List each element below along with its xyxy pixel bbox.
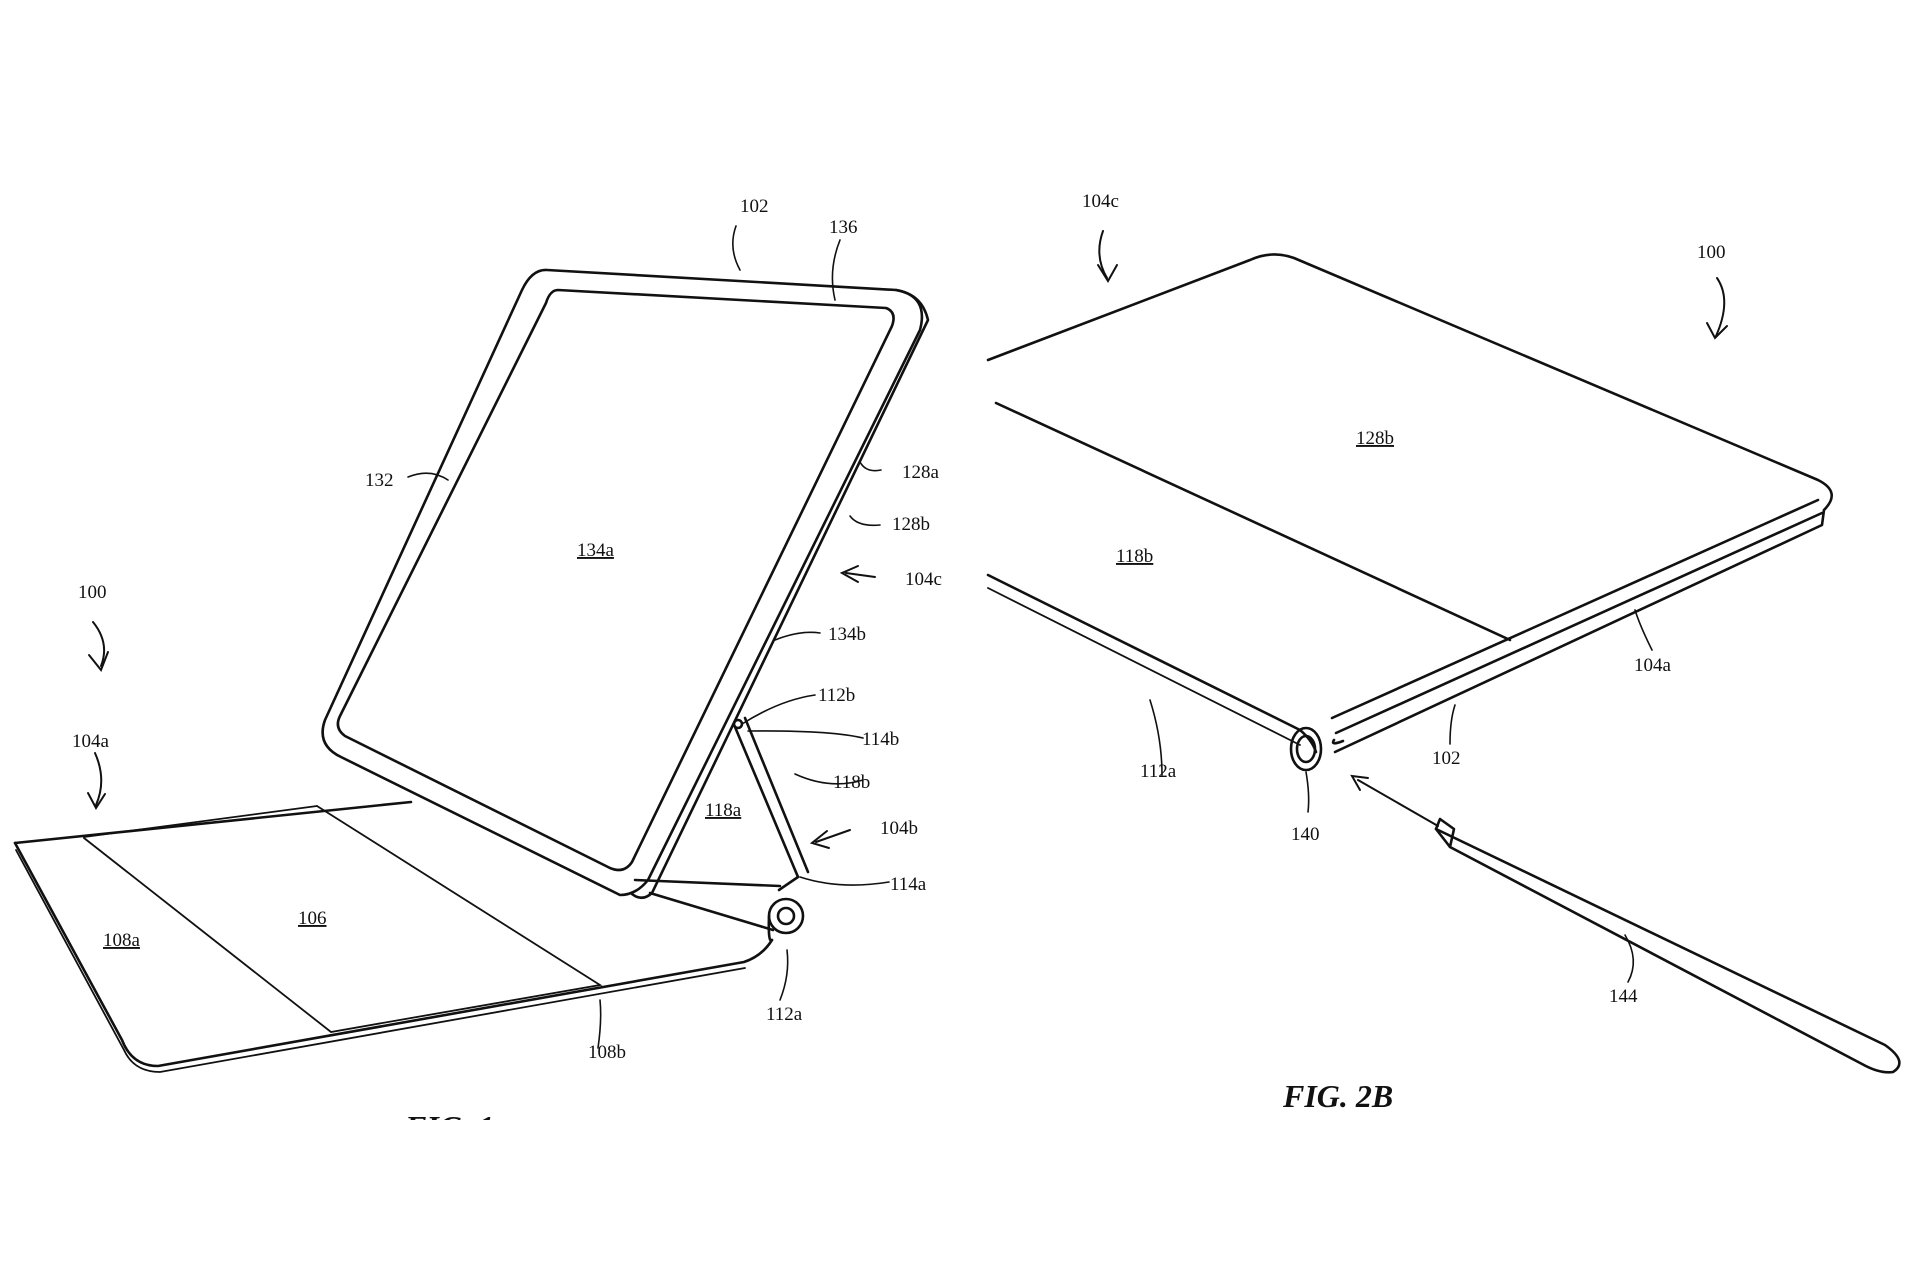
stylus — [1434, 817, 1901, 1074]
lbl-104b: 104b — [880, 818, 918, 839]
keyboard-base — [13, 800, 774, 1073]
lbl-136: 136 — [829, 217, 858, 238]
fig2b-leaders — [1149, 609, 1653, 983]
lbl-132: 132 — [365, 470, 394, 491]
lbl-128b: 128b — [1356, 428, 1394, 449]
fig1-caption: FIG. 1 — [404, 1109, 494, 1145]
fig2b: 104c 100 128b 118b 104a 112a 102 140 144… — [986, 191, 1901, 1114]
lbl-104c: 104c — [905, 569, 942, 590]
fig1-arrows — [87, 565, 876, 849]
lbl-104c: 104c — [1082, 191, 1119, 212]
lbl-108a: 108a — [103, 930, 141, 951]
fig1: 102 136 132 134a 128a 128b 104c 134b 112… — [13, 196, 942, 1145]
lbl-108b: 108b — [588, 1042, 626, 1063]
fig1-leaders — [407, 225, 890, 1049]
lbl-100: 100 — [78, 582, 107, 603]
lbl-112a: 112a — [766, 1004, 803, 1025]
lbl-102: 102 — [740, 196, 769, 217]
fig2b-labels: 104c 100 128b 118b 104a 112a 102 140 144 — [1082, 191, 1726, 1007]
lbl-114a: 114a — [890, 874, 927, 895]
lbl-118b: 118b — [1116, 546, 1153, 567]
lbl-112a: 112a — [1140, 761, 1177, 782]
lbl-104a: 104a — [1634, 655, 1672, 676]
lbl-112b: 112b — [818, 685, 855, 706]
tablet — [321, 268, 930, 900]
lbl-100: 100 — [1697, 242, 1726, 263]
fig2b-arrows — [1097, 230, 1728, 827]
lbl-102: 102 — [1432, 748, 1461, 769]
lbl-128b: 128b — [892, 514, 930, 535]
lbl-134a: 134a — [577, 540, 615, 561]
fig1-labels: 102 136 132 134a 128a 128b 104c 134b 112… — [72, 196, 942, 1063]
lbl-128a: 128a — [902, 462, 940, 483]
lbl-134b: 134b — [828, 624, 866, 645]
lbl-106: 106 — [298, 908, 327, 929]
hinge-stand — [633, 716, 810, 942]
lbl-114b: 114b — [862, 729, 899, 750]
lbl-118b: 118b — [833, 772, 870, 793]
fig2b-caption: FIG. 2B — [1282, 1078, 1393, 1114]
lbl-118a: 118a — [705, 800, 742, 821]
lbl-104a: 104a — [72, 731, 110, 752]
closed-device — [986, 253, 1833, 772]
lbl-140: 140 — [1291, 824, 1320, 845]
lbl-144: 144 — [1609, 986, 1638, 1007]
